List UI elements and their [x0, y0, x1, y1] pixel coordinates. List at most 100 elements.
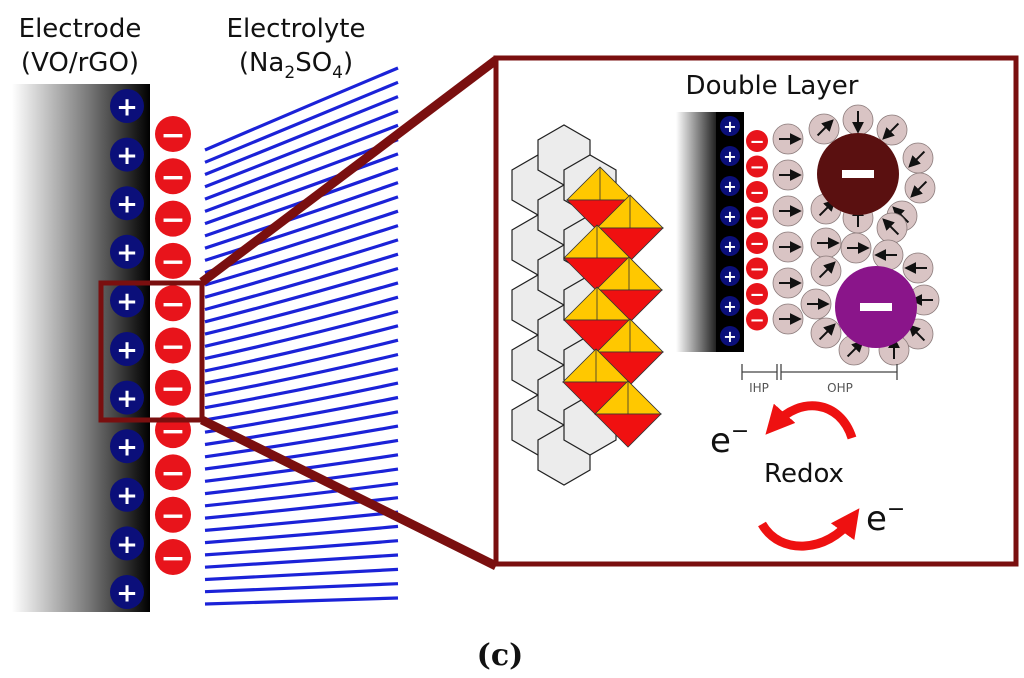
svg-text:+: +: [116, 238, 138, 268]
ohp-bracket: [780, 364, 898, 380]
electrolyte-line: [204, 481, 399, 508]
anion-2-minus: [860, 303, 892, 311]
zoom-negative-ion: −: [746, 155, 768, 178]
zoom-positive-charge: +: [720, 266, 740, 286]
electrolyte-line: [204, 80, 399, 164]
water-molecule: [810, 227, 842, 259]
positive-charge: +: [110, 380, 144, 415]
svg-text:+: +: [116, 190, 138, 220]
electrolyte-line: [204, 224, 399, 287]
zoom-negative-ion: −: [746, 206, 768, 229]
svg-text:−: −: [160, 329, 185, 364]
positive-charge: +: [110, 575, 144, 609]
svg-text:+: +: [116, 384, 138, 414]
electrolyte-line: [204, 424, 399, 459]
water-molecule: [810, 255, 842, 287]
positive-charge: +: [110, 477, 144, 512]
electrolyte-line: [204, 152, 399, 226]
electrolyte-line: [204, 596, 399, 606]
svg-text:+: +: [723, 177, 736, 196]
svg-text:+: +: [116, 335, 138, 365]
svg-text:−: −: [160, 541, 185, 576]
electrolyte-line: [204, 338, 399, 385]
water-molecule: [902, 252, 934, 284]
zoom-negative-ion: −: [746, 308, 768, 331]
positive-charge: +: [110, 526, 144, 561]
electrolyte-line: [204, 181, 399, 250]
double-layer-title: Double Layer: [686, 71, 859, 101]
positive-charge: +: [110, 186, 144, 221]
ohp-label: OHP: [827, 381, 853, 395]
svg-text:+: +: [116, 481, 138, 511]
electrode-material: (VO/rGO): [21, 48, 139, 78]
negative-ion: −: [155, 496, 191, 534]
svg-text:−: −: [749, 233, 764, 254]
zoom-negative-ion: −: [746, 257, 768, 280]
zoom-positive-charge: +: [720, 296, 740, 316]
positive-charge: +: [110, 234, 144, 269]
electrolyte-title: Electrolyte: [227, 14, 366, 44]
zoom-positive-charge: +: [720, 236, 740, 256]
water-molecule: [772, 231, 804, 263]
zoom-negative-ion: −: [746, 130, 768, 152]
anion-1-minus: [842, 170, 874, 178]
water-molecule: [772, 123, 804, 155]
electrolyte-line: [204, 367, 399, 410]
svg-text:−: −: [749, 310, 764, 331]
negative-ion: −: [155, 285, 191, 322]
electrolyte-formula: (Na2SO4): [239, 48, 353, 83]
svg-text:+: +: [723, 267, 736, 286]
water-molecule: [876, 212, 908, 244]
water-molecule: [772, 159, 804, 191]
water-molecule: [800, 288, 832, 320]
zoom-connector-bottom: [199, 415, 499, 571]
svg-text:−: −: [160, 372, 185, 407]
electrolyte-line: [204, 123, 399, 201]
svg-text:+: +: [723, 237, 736, 256]
positive-charge: +: [110, 429, 144, 464]
adsorbed-negative-ions: −−−−−−−−−−−: [155, 116, 191, 576]
zoom-selection-box: [98, 280, 205, 423]
electrolyte-line: [204, 352, 399, 397]
electrode-title: Electrode: [19, 14, 142, 44]
zoom-negative-ion: −: [746, 232, 768, 254]
redox-arrow-bottom: [758, 508, 860, 551]
positive-charge: +: [110, 137, 144, 172]
electrolyte-line: [204, 467, 399, 496]
electrolyte-line: [204, 195, 399, 262]
vanadium-oxide-octahedra: [562, 166, 664, 448]
electrolyte-line: [204, 510, 399, 532]
water-molecule: [902, 142, 934, 174]
water-molecule: [872, 239, 904, 271]
electrolyte-line: [204, 410, 399, 447]
electron-right: e−: [866, 497, 905, 539]
zoom-positive-charge: +: [720, 326, 740, 346]
electrolyte-line: [204, 109, 399, 189]
svg-text:+: +: [116, 578, 138, 608]
zoom-negative-ion: −: [746, 283, 768, 305]
water-molecule: [772, 303, 804, 335]
svg-text:+: +: [723, 327, 736, 346]
svg-text:−: −: [749, 182, 764, 203]
redox-arrow-top: [765, 401, 857, 440]
svg-text:+: +: [116, 530, 138, 560]
electrolyte-line: [204, 95, 399, 176]
zoom-electrode: [676, 112, 722, 352]
ihp-label: IHP: [749, 381, 769, 395]
zoom-negative-charges: − − − − − − − −: [746, 130, 768, 331]
electrolyte-region: [204, 66, 399, 606]
water-molecule: [808, 113, 840, 145]
svg-text:−: −: [749, 284, 764, 305]
water-molecule: [772, 267, 804, 299]
water-molecule: [840, 232, 872, 264]
electrolyte-line: [204, 553, 399, 569]
electrolyte-line: [204, 295, 399, 348]
electrolyte-line: [204, 252, 399, 312]
electrolyte-line: [204, 324, 399, 373]
svg-text:+: +: [723, 117, 736, 136]
vo-octahedron: [594, 380, 662, 448]
negative-ion: −: [155, 116, 191, 153]
svg-text:−: −: [749, 131, 764, 152]
zoom-connector-top: [199, 56, 499, 286]
svg-text:−: −: [160, 287, 185, 322]
